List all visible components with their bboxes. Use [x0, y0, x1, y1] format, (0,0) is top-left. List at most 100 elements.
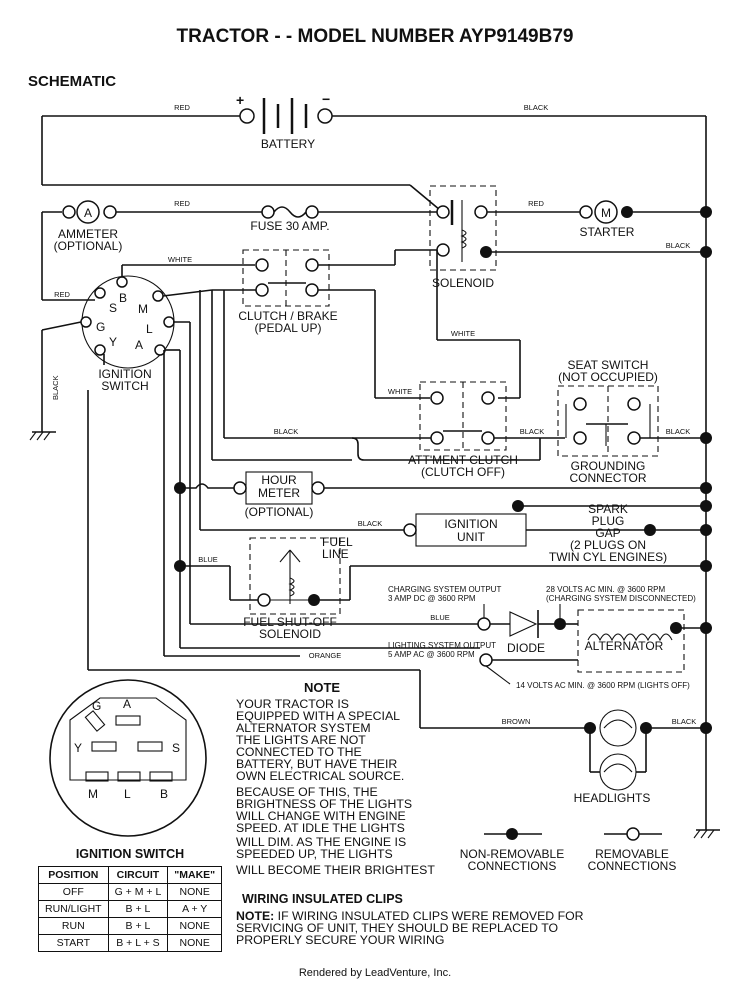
ammeter-label: AMMETER — [58, 227, 118, 241]
spark-plug: SPARK PLUG GAP (2 PLUGS ON TWIN CYL ENGI… — [549, 502, 712, 564]
solenoid: SOLENOID — [429, 185, 497, 290]
svg-text:TWIN CYL ENGINES): TWIN CYL ENGINES) — [549, 550, 667, 564]
ignition-unit: IGNITION UNIT — [403, 513, 527, 547]
svg-text:Y: Y — [74, 741, 82, 755]
note-body: YOUR TRACTOR IS EQUIPPED WITH A SPECIAL … — [236, 697, 435, 877]
charging-output-label: CHARGING SYSTEM OUTPUT — [388, 585, 501, 594]
battery-plus-symbol: + — [236, 92, 244, 108]
svg-text:WILL DIM. AS THE ENGINE IS: WILL DIM. AS THE ENGINE IS — [236, 835, 406, 849]
wire-label-black-unit: BLACK — [358, 519, 383, 528]
ground-symbol-left — [29, 431, 56, 441]
fuel-shutoff-label-2: SOLENOID — [259, 627, 321, 641]
fuse: FUSE 30 AMP. — [250, 205, 330, 233]
ammeter-optional-label: (OPTIONAL) — [54, 239, 123, 253]
svg-text:S: S — [172, 741, 180, 755]
hour-meter-label: HOUR — [261, 473, 297, 487]
col-circuit: CIRCUIT — [107, 866, 169, 884]
svg-text:CONNECTIONS: CONNECTIONS — [468, 859, 557, 873]
diode-label: DIODE — [507, 641, 545, 655]
svg-text:L: L — [124, 787, 131, 801]
svg-text:G: G — [96, 320, 105, 334]
svg-text:S: S — [109, 301, 117, 315]
wire-label-white-seat: WHITE — [451, 329, 475, 338]
solenoid-label: SOLENOID — [432, 276, 494, 290]
table-row: START B + L + S NONE — [38, 934, 223, 952]
clutch-brake-label-2: (PEDAL UP) — [255, 321, 322, 335]
ammeter: A AMMETER (OPTIONAL) — [41, 200, 123, 300]
table-row: RUN/LIGHT B + L A + Y — [38, 900, 223, 918]
svg-text:PROPERLY SECURE YOUR WIRING: PROPERLY SECURE YOUR WIRING — [236, 933, 444, 947]
svg-text:L: L — [146, 322, 153, 336]
ignition-switch-face: G A Y S M L B — [49, 679, 207, 837]
wire-label-red-starter: RED — [528, 199, 544, 208]
wire-label-black-att: BLACK — [520, 427, 545, 436]
svg-text:BRIGHTNESS OF THE LIGHTS: BRIGHTNESS OF THE LIGHTS — [236, 797, 412, 811]
grounding-connector-label-2: CONNECTOR — [569, 471, 646, 485]
diode: DIODE — [507, 610, 545, 655]
battery-label: BATTERY — [261, 137, 315, 151]
ignition-unit-label-2: UNIT — [457, 530, 486, 544]
starter: M STARTER — [579, 200, 635, 239]
svg-text:M: M — [88, 787, 98, 801]
headlights-label: HEADLIGHTS — [574, 791, 651, 805]
svg-text:SERVICING OF UNIT, THEY SHOULD: SERVICING OF UNIT, THEY SHOULD BE REPLAC… — [236, 921, 558, 935]
headlights: HEADLIGHTS — [574, 709, 652, 805]
volts-14-label: 14 VOLTS AC MIN. @ 3600 RPM (LIGHTS OFF) — [516, 681, 690, 690]
alternator: ALTERNATOR — [577, 609, 685, 673]
svg-text:ALTERNATOR SYSTEM: ALTERNATOR SYSTEM — [236, 721, 371, 735]
svg-text:BATTERY, BUT HAVE THEIR: BATTERY, BUT HAVE THEIR — [236, 757, 397, 771]
svg-text:YOUR TRACTOR IS: YOUR TRACTOR IS — [236, 697, 349, 711]
svg-text:PLUG: PLUG — [592, 514, 625, 528]
clips-heading: WIRING INSULATED CLIPS — [242, 892, 403, 906]
clips-note: NOTE: IF WIRING INSULATED CLIPS WERE REM… — [236, 909, 584, 923]
svg-text:BECAUSE OF THIS, THE: BECAUSE OF THIS, THE — [236, 785, 378, 799]
wire-label-red-ignition: RED — [54, 290, 70, 299]
wire-label-blue-fso: BLUE — [198, 555, 218, 564]
ignition-switch-table: POSITION CIRCUIT "MAKE" OFF G + M + L NO… — [38, 866, 223, 952]
svg-text:G: G — [92, 699, 101, 713]
table-row: OFF G + M + L NONE — [38, 883, 223, 901]
wire-label-white-top: WHITE — [168, 255, 192, 264]
legend-non-removable: NON-REMOVABLE CONNECTIONS — [460, 828, 564, 873]
svg-text:NON-REMOVABLE: NON-REMOVABLE — [460, 847, 564, 861]
wire-label-black-left: BLACK — [51, 375, 60, 400]
ignition-switch: B M S L G Y A IGNITION SWITCH — [80, 275, 175, 393]
svg-text:LINE: LINE — [322, 547, 349, 561]
svg-text:(2 PLUGS ON: (2 PLUGS ON — [570, 538, 646, 552]
alternator-label: ALTERNATOR — [585, 639, 664, 653]
seat-switch-label: SEAT SWITCH — [568, 358, 649, 372]
wire-label-white-att: WHITE — [388, 387, 412, 396]
hour-meter-optional-label: (OPTIONAL) — [245, 505, 314, 519]
wire-label-blue-charge: BLUE — [430, 613, 450, 622]
ignition-unit-label: IGNITION — [444, 517, 497, 531]
hour-meter-label-2: METER — [258, 486, 300, 500]
legend-removable: REMOVABLE CONNECTIONS — [588, 827, 676, 873]
svg-text:WILL BECOME THEIR BRIGHTEST: WILL BECOME THEIR BRIGHTEST — [236, 863, 435, 877]
page-title: TRACTOR - - MODEL NUMBER AYP9149B79 — [177, 26, 574, 47]
grounding-connector-label: GROUNDING — [571, 459, 646, 473]
svg-text:5 AMP AC @ 3600 RPM: 5 AMP AC @ 3600 RPM — [388, 650, 475, 659]
ignition-switch-label: IGNITION — [98, 367, 151, 381]
svg-text:B: B — [119, 291, 127, 305]
lighting-output-label: LIGHTING SYSTEM OUTPUT — [388, 641, 496, 650]
svg-text:3 AMP DC @ 3600 RPM: 3 AMP DC @ 3600 RPM — [388, 594, 476, 603]
section-heading: SCHEMATIC — [28, 73, 116, 90]
seat-switch-label-2: (NOT OCCUPIED) — [558, 370, 658, 384]
svg-text:M: M — [138, 302, 148, 316]
ground-symbol-right — [693, 829, 720, 839]
svg-text:B: B — [160, 787, 168, 801]
svg-text:A: A — [123, 697, 131, 711]
fuse-label: FUSE 30 AMP. — [250, 219, 329, 233]
hour-meter: HOUR METER (OPTIONAL) — [233, 471, 325, 519]
svg-text:SPEEDED UP, THE LIGHTS: SPEEDED UP, THE LIGHTS — [236, 847, 393, 861]
svg-text:SPEED. AT IDLE THE LIGHTS: SPEED. AT IDLE THE LIGHTS — [236, 821, 405, 835]
battery-minus-symbol: − — [322, 91, 330, 107]
attachment-clutch-label-2: (CLUTCH OFF) — [421, 465, 505, 479]
wire-label-red-ammeter: RED — [174, 199, 190, 208]
ignition-switch-label-2: SWITCH — [101, 379, 148, 393]
attachment-clutch-switch: ATT'MENT CLUTCH (CLUTCH OFF) — [408, 381, 518, 479]
fuel-shutoff-label: FUEL SHUT-OFF — [243, 615, 337, 629]
svg-text:(CHARGING SYSTEM DISCONNECTED): (CHARGING SYSTEM DISCONNECTED) — [546, 594, 696, 603]
svg-text:M: M — [601, 206, 611, 220]
starter-label: STARTER — [580, 225, 635, 239]
